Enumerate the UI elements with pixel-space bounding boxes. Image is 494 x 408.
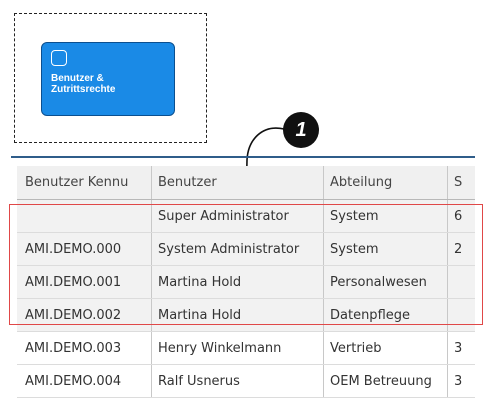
cell-user-id: AMI.DEMO.000	[17, 233, 152, 265]
cell-user-id: AMI.DEMO.001	[17, 266, 152, 298]
cell-user: Ralf Usnerus	[152, 365, 324, 397]
cell-user: Super Administrator	[152, 200, 324, 232]
table-row[interactable]: AMI.DEMO.001 Martina Hold Personalwesen	[17, 266, 475, 299]
tile-selection-frame	[14, 13, 207, 143]
cell-department: System	[324, 200, 448, 232]
cell-department: System	[324, 233, 448, 265]
cell-s	[448, 266, 475, 298]
column-header-user-id[interactable]: Benutzer Kennu	[17, 166, 152, 199]
cell-s: 3	[454, 340, 463, 356]
table-row[interactable]: AMI.DEMO.004 Ralf Usnerus OEM Betreuung …	[17, 365, 475, 398]
square-outline-icon	[51, 50, 67, 66]
cell-department: OEM Betreuung	[324, 365, 448, 397]
cell-user-id: AMI.DEMO.002	[17, 299, 152, 331]
cell-s: 3	[454, 373, 463, 389]
callout-badge: 1	[283, 112, 319, 148]
cell-user-id: AMI.DEMO.004	[17, 365, 152, 397]
table-row[interactable]: AMI.DEMO.003 Henry Winkelmann Vertrieb 3	[17, 332, 475, 365]
table-row[interactable]: Super Administrator System 6	[17, 200, 475, 233]
cell-department: Vertrieb	[324, 332, 448, 364]
cell-department: Datenpflege	[324, 299, 448, 331]
column-header-department[interactable]: Abteilung	[324, 166, 448, 199]
cell-user: Martina Hold	[152, 299, 324, 331]
users-access-rights-tile[interactable]: Benutzer & Zutrittsrechte	[41, 42, 175, 116]
cell-user-id	[17, 200, 152, 232]
table-row[interactable]: AMI.DEMO.002 Martina Hold Datenpflege	[17, 299, 475, 332]
tile-label: Benutzer & Zutrittsrechte	[51, 73, 116, 95]
table-row[interactable]: AMI.DEMO.000 System Administrator System…	[17, 233, 475, 266]
column-header-user[interactable]: Benutzer	[152, 166, 324, 199]
cell-s: 6	[454, 208, 463, 224]
column-header-s[interactable]: S	[454, 175, 463, 190]
cell-department: Personalwesen	[324, 266, 448, 298]
cell-s	[448, 299, 475, 331]
cell-user: Henry Winkelmann	[152, 332, 324, 364]
cell-user: System Administrator	[152, 233, 324, 265]
grid-top-border	[11, 156, 475, 158]
users-grid: Benutzer Kennu Benutzer Abteilung S Supe…	[17, 166, 475, 398]
cell-user: Martina Hold	[152, 266, 324, 298]
cell-user-id: AMI.DEMO.003	[17, 332, 152, 364]
grid-header-row: Benutzer Kennu Benutzer Abteilung S	[17, 166, 475, 200]
cell-s: 2	[454, 241, 463, 257]
